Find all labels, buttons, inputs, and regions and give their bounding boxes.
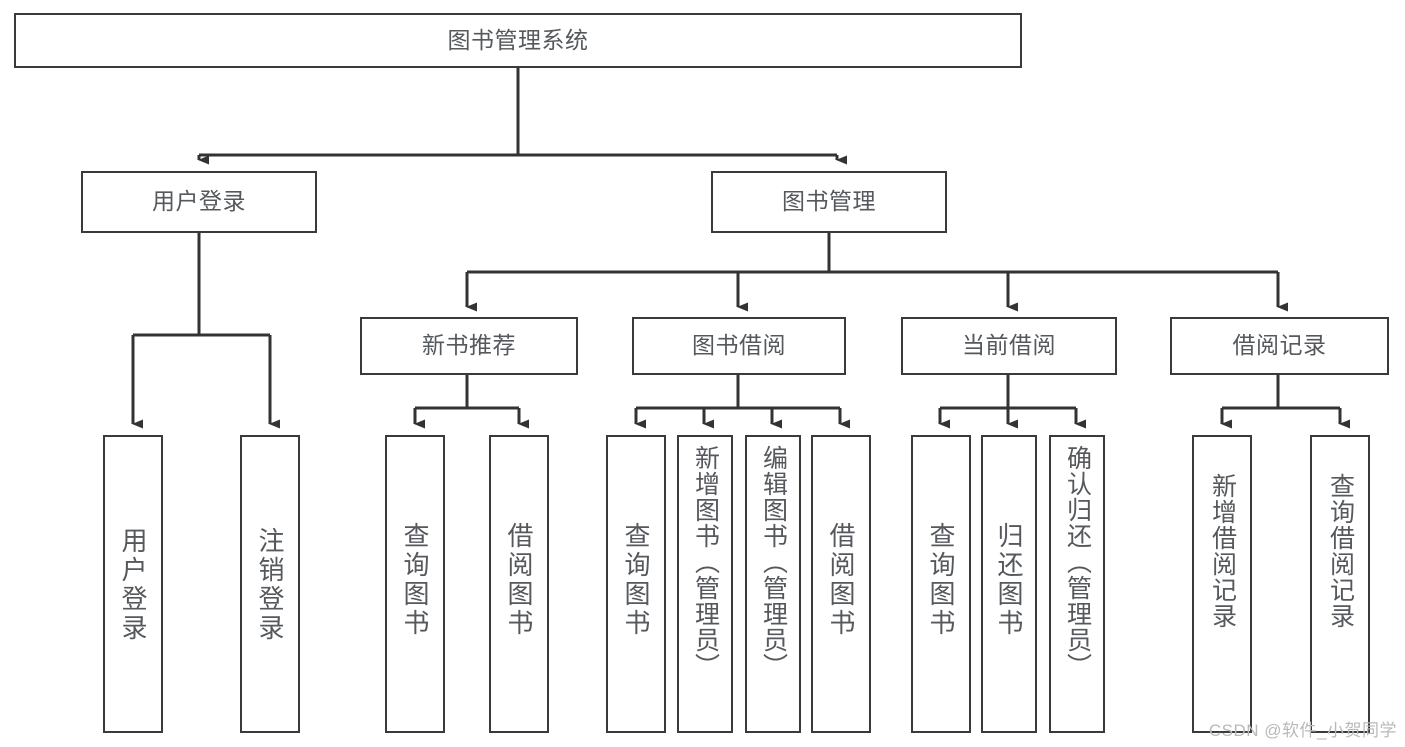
node-label: 查询图书 (926, 522, 956, 638)
node-current-borrow[interactable]: 当前借阅 (901, 317, 1117, 375)
leaf-new-book-query[interactable]: 查询图书 (385, 435, 445, 733)
node-label: 借阅图书 (504, 522, 534, 638)
node-label: 借阅图书 (826, 522, 856, 638)
node-label: 借阅记录 (1232, 332, 1327, 359)
leaf-book-borrow-edit[interactable]: 编辑图书（管理员） (745, 435, 801, 733)
node-label: 用户登录 (118, 527, 148, 643)
leaf-new-book-borrow[interactable]: 借阅图书 (489, 435, 549, 733)
node-label: 确认归还（管理员） (1063, 445, 1092, 679)
node-label: 查询图书 (400, 522, 430, 638)
node-book-management[interactable]: 图书管理 (711, 171, 947, 233)
node-user-login[interactable]: 用户登录 (81, 171, 317, 233)
leaf-user-login-logout[interactable]: 注销登录 (240, 435, 300, 733)
node-label: 图书管理系统 (447, 26, 589, 53)
leaf-borrow-record-add[interactable]: 新增借阅记录 (1192, 435, 1252, 733)
leaf-current-borrow-return[interactable]: 归还图书 (981, 435, 1037, 733)
node-label: 新书推荐 (422, 332, 516, 359)
leaf-user-login-login[interactable]: 用户登录 (103, 435, 163, 733)
node-label: 新增借阅记录 (1208, 473, 1237, 629)
node-label: 编辑图书（管理员） (759, 445, 788, 679)
node-label: 注销登录 (255, 527, 285, 643)
node-label: 归还图书 (994, 522, 1024, 638)
node-label: 图书借阅 (692, 332, 786, 359)
leaf-book-borrow-query[interactable]: 查询图书 (606, 435, 666, 733)
node-label: 查询借阅记录 (1326, 473, 1355, 629)
node-label: 当前借阅 (962, 332, 1056, 359)
node-label: 新增图书（管理员） (691, 445, 720, 679)
node-root-system[interactable]: 图书管理系统 (14, 13, 1022, 68)
leaf-borrow-record-query[interactable]: 查询借阅记录 (1310, 435, 1370, 733)
node-label: 查询图书 (621, 522, 651, 638)
node-borrow-record[interactable]: 借阅记录 (1170, 317, 1389, 375)
node-label: 用户登录 (152, 188, 246, 215)
leaf-book-borrow-borrow[interactable]: 借阅图书 (811, 435, 871, 733)
leaf-book-borrow-add[interactable]: 新增图书（管理员） (677, 435, 733, 733)
node-book-borrow[interactable]: 图书借阅 (632, 317, 846, 375)
leaf-current-borrow-query[interactable]: 查询图书 (911, 435, 971, 733)
node-label: 图书管理 (782, 188, 876, 215)
watermark-text: CSDN @软件_小贺同学 (1208, 721, 1397, 740)
leaf-current-borrow-confirm[interactable]: 确认归还（管理员） (1049, 435, 1105, 733)
node-new-book-recommend[interactable]: 新书推荐 (360, 317, 578, 375)
